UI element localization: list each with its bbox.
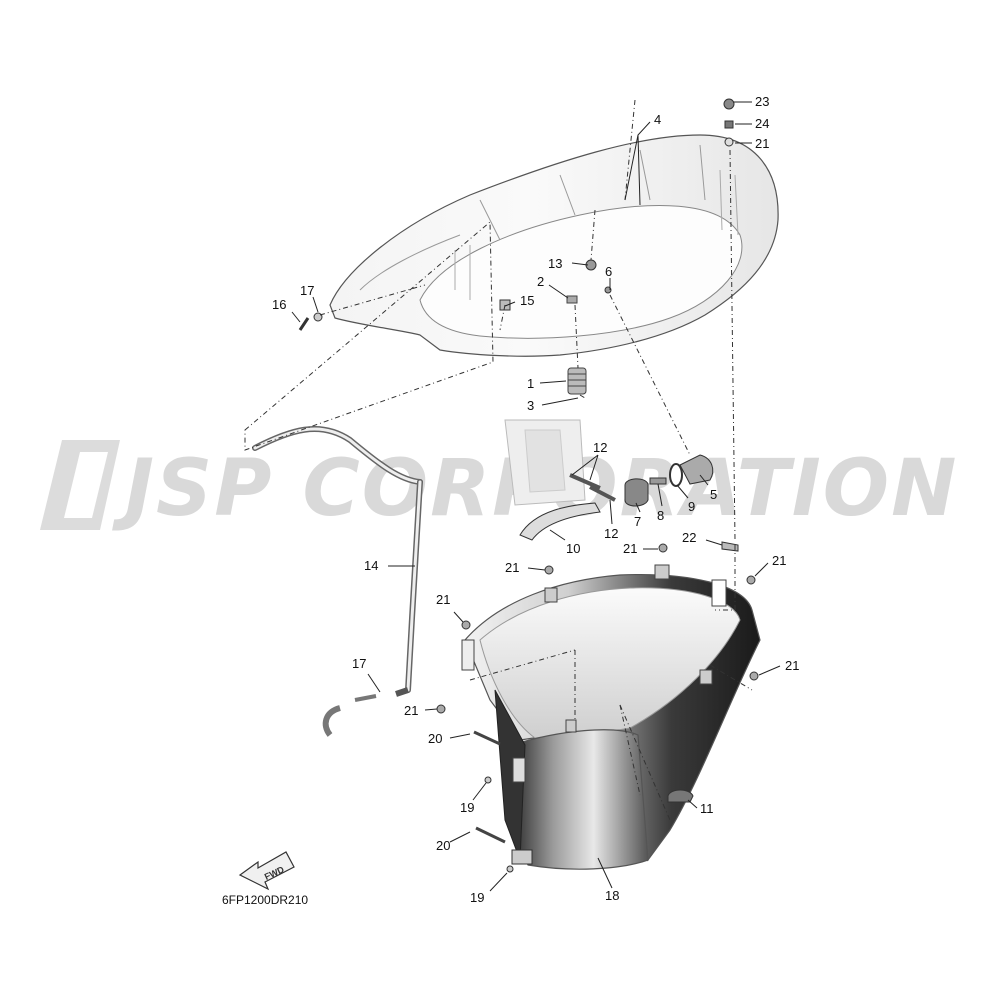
callout-24: 24 bbox=[755, 116, 769, 131]
callout-12: 12 bbox=[593, 440, 607, 455]
callout-21b: 21 bbox=[623, 541, 637, 556]
callout-20: 20 bbox=[428, 731, 442, 746]
callout-16: 16 bbox=[272, 297, 286, 312]
fwd-arrow-icon: FWD bbox=[238, 851, 295, 891]
callout-14: 14 bbox=[364, 558, 378, 573]
leader-lines bbox=[291, 101, 781, 892]
bracket bbox=[504, 419, 586, 506]
watermark: JSP CORPORATION bbox=[40, 440, 956, 534]
callout-15: 15 bbox=[520, 293, 534, 308]
callout-18: 18 bbox=[605, 888, 619, 903]
callout-5: 5 bbox=[710, 487, 717, 502]
callout-21: 21 bbox=[755, 136, 769, 151]
callout-21d: 21 bbox=[505, 560, 519, 575]
callout-2: 2 bbox=[537, 274, 544, 289]
upper-cowling bbox=[329, 134, 779, 357]
callout-9: 9 bbox=[688, 499, 695, 514]
callout-19: 19 bbox=[460, 800, 474, 815]
callout-21e: 21 bbox=[436, 592, 450, 607]
fasteners bbox=[436, 541, 759, 873]
assembly-lines bbox=[244, 99, 753, 821]
callout-1: 1 bbox=[527, 376, 534, 391]
callout-8: 8 bbox=[657, 508, 664, 523]
callout-20b: 20 bbox=[436, 838, 450, 853]
callout-13: 13 bbox=[548, 256, 562, 271]
diagram-code: 6FP1200DR210 bbox=[222, 893, 308, 907]
callout-17: 17 bbox=[300, 283, 314, 298]
callout-21c: 21 bbox=[772, 553, 786, 568]
callout-19b: 19 bbox=[470, 890, 484, 905]
callout-labels: 23 4 24 21 13 6 2 17 15 16 1 3 12 5 9 8 … bbox=[272, 94, 799, 905]
callout-12b: 12 bbox=[604, 526, 618, 541]
callout-21g: 21 bbox=[404, 703, 418, 718]
callout-6: 6 bbox=[605, 264, 612, 279]
callout-23: 23 bbox=[755, 94, 769, 109]
callout-21f: 21 bbox=[785, 658, 799, 673]
lower-cowling bbox=[461, 564, 761, 870]
callout-11: 11 bbox=[700, 801, 714, 816]
hose bbox=[252, 426, 423, 737]
callout-22: 22 bbox=[682, 530, 696, 545]
callout-3: 3 bbox=[527, 398, 534, 413]
callout-10: 10 bbox=[566, 541, 580, 556]
callout-17b: 17 bbox=[352, 656, 366, 671]
callout-7: 7 bbox=[634, 514, 641, 529]
connector-parts bbox=[519, 454, 714, 541]
callout-4: 4 bbox=[654, 112, 661, 127]
